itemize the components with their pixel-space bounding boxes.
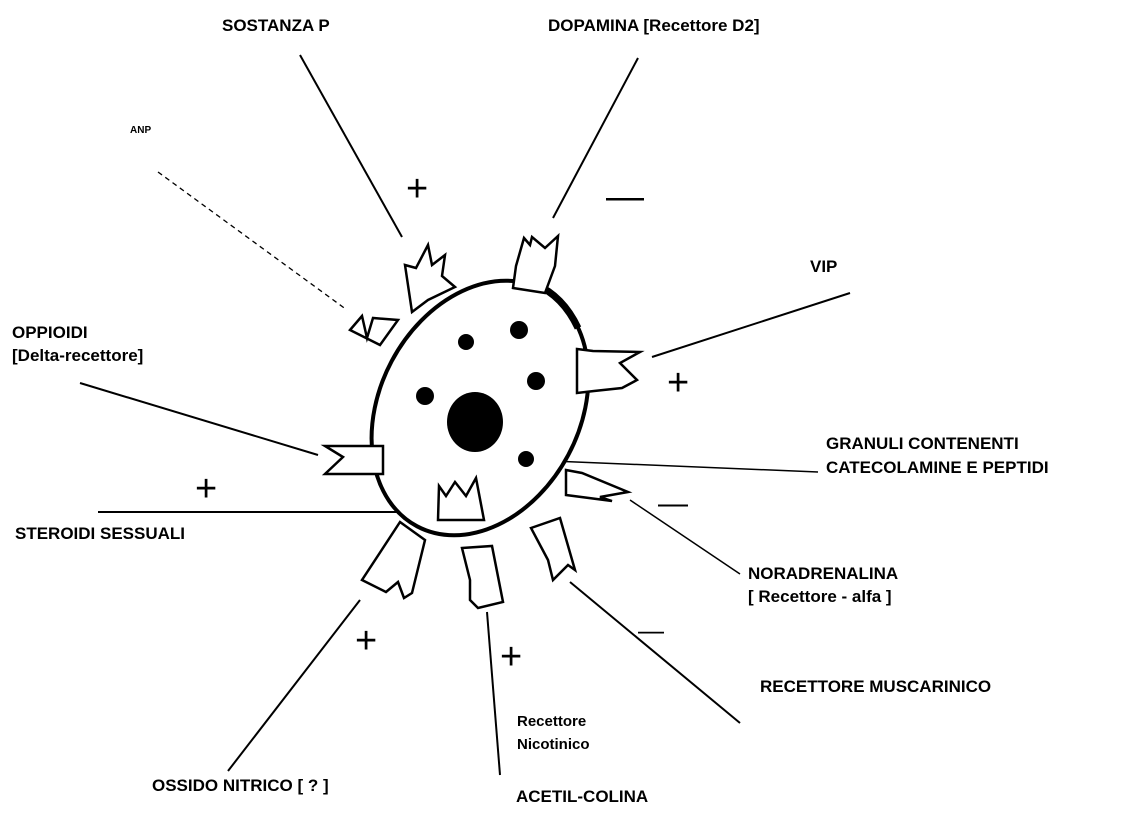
label-muscarinico: RECETTORE MUSCARINICO (760, 676, 991, 698)
granule (458, 334, 474, 350)
line-vip (652, 293, 850, 357)
nucleus (447, 392, 503, 452)
receptor-oppioidi (325, 446, 383, 474)
receptor-ossido (362, 522, 425, 598)
granule (527, 372, 545, 390)
receptor-muscarinico (531, 518, 575, 580)
line-oppioidi (80, 383, 318, 455)
granule (518, 451, 534, 467)
receptor-noradrenalina (566, 470, 628, 501)
receptor-nicotinico (462, 546, 503, 608)
minus-sign: — (658, 485, 688, 523)
label-nicotinico: Recettore (517, 712, 586, 732)
label-anp: ANP (130, 125, 151, 137)
line-muscarinico (570, 582, 740, 723)
minus-sign: — (638, 611, 664, 649)
label-granuli: GRANULI CONTENENTI (826, 433, 1019, 455)
label-oppioidi: OPPIOIDI (12, 322, 88, 344)
line-nicotinico (487, 612, 500, 775)
receptor-vip (577, 349, 640, 393)
label-dopamina: DOPAMINA [Recettore D2] (548, 15, 760, 37)
granule (510, 321, 528, 339)
label-noradrenalina: NORADRENALINA (748, 563, 898, 585)
granule (416, 387, 434, 405)
plus-sign: + (667, 364, 689, 402)
label-acetilcolina: ACETIL-COLINA (516, 786, 648, 808)
line-ossido (228, 600, 360, 771)
plus-sign: + (195, 470, 217, 508)
label-steroidi: STEROIDI SESSUALI (15, 523, 185, 545)
receptor-dopamina (513, 236, 558, 293)
minus-sign: — (606, 178, 644, 216)
label-sostanza-p: SOSTANZA P (222, 15, 330, 37)
receptor-anp (350, 316, 398, 345)
plus-sign: + (406, 170, 428, 208)
label-ossido: OSSIDO NITRICO [ ? ] (152, 775, 329, 797)
line-anp (158, 172, 347, 310)
plus-sign: + (355, 622, 377, 660)
label-granuli-content: CATECOLAMINE E PEPTIDI (826, 457, 1049, 479)
label-noradrenalina-receptor: [ Recettore - alfa ] (748, 586, 892, 608)
label-nicotinico-2: Nicotinico (517, 735, 590, 755)
plus-sign: + (500, 638, 522, 676)
line-sostanza-p (300, 55, 402, 237)
label-oppioidi-receptor: [Delta-recettore] (12, 345, 143, 367)
label-vip: VIP (810, 256, 837, 278)
